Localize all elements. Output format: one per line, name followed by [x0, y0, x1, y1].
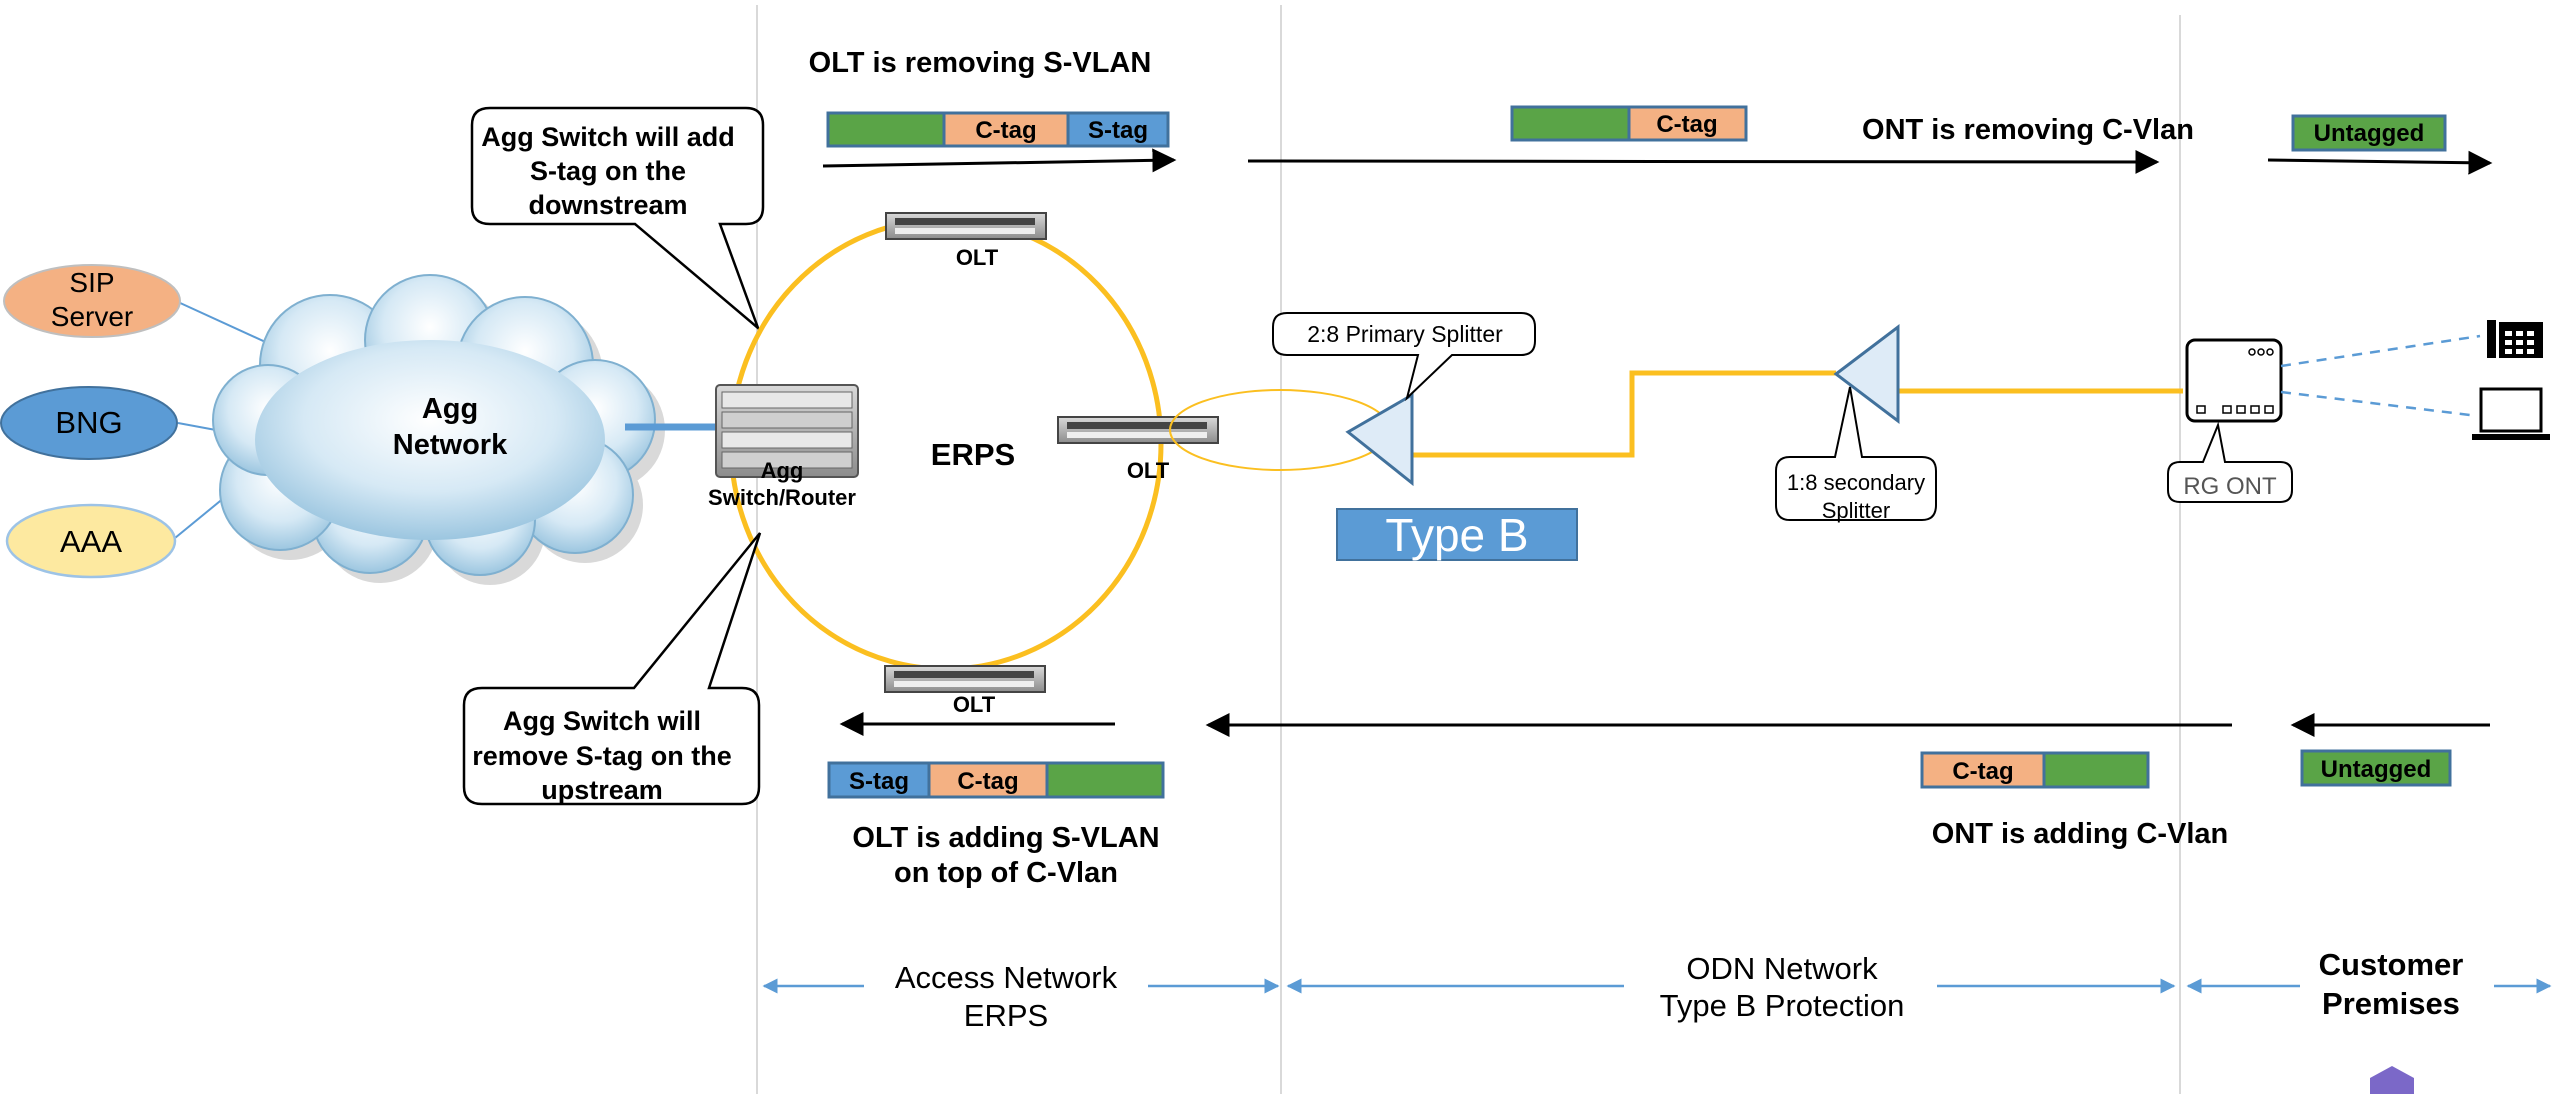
callout-line: upstream — [541, 775, 663, 805]
payload-block — [2042, 751, 2150, 789]
frame-downstream-odn: C-tag — [1510, 105, 1748, 142]
erps-label: ERPS — [931, 437, 1015, 472]
c-tag-label: C-tag — [957, 768, 1018, 795]
downstream-arrow-3 — [2267, 150, 2493, 175]
section-access-label: ERPS — [964, 998, 1048, 1033]
primary-splitter-icon — [1345, 392, 1414, 487]
link-phone — [2280, 334, 2481, 368]
heading-olt-removing: OLT is removing S-VLAN — [809, 47, 1152, 79]
type-b-label: Type B — [1385, 509, 1528, 561]
frame-upstream-odn: C-tag — [1920, 751, 2150, 789]
cloud-label: Network — [393, 429, 508, 461]
downstream-arrow-1 — [822, 148, 1177, 173]
rg-ont-device — [2185, 338, 2283, 423]
callout-line: S-tag on the — [530, 156, 686, 186]
callout-line: Agg Switch will — [503, 706, 701, 736]
c-tag-block — [942, 111, 1070, 148]
rg-ont-label: RG ONT — [2183, 473, 2277, 500]
untagged-block — [2291, 114, 2447, 152]
callout-line: remove S-tag on the — [472, 741, 732, 771]
aaa-label: AAA — [60, 524, 122, 559]
corner-badge-icon — [2370, 1066, 2414, 1094]
s-tag-label: S-tag — [1088, 117, 1148, 144]
untagged-label: Untagged — [2321, 756, 2432, 783]
c-tag-label: C-tag — [1952, 758, 2013, 785]
s-tag-block — [1066, 111, 1170, 148]
aaa-node: AAA — [5, 503, 177, 579]
callout-primary-splitter: 2:8 Primary Splitter — [1272, 312, 1536, 402]
agg-network-cloud: Agg Network — [212, 274, 665, 585]
olt-label: OLT — [956, 245, 999, 270]
secondary-splitter-label: Splitter — [1822, 498, 1890, 523]
untagged-label: Untagged — [2314, 120, 2425, 147]
frame-upstream-olt: S-tag C-tag — [827, 761, 1165, 799]
link-sip — [177, 301, 273, 346]
primary-splitter-label: 2:8 Primary Splitter — [1307, 321, 1503, 347]
c-tag-block — [1920, 751, 2046, 789]
callout-downstream: Agg Switch will add S-tag on the downstr… — [470, 106, 765, 332]
phone-icon — [2487, 320, 2543, 358]
callout-rg-ont: RG ONT — [2167, 421, 2293, 503]
bng-node: BNG — [0, 386, 178, 460]
cloud-label: Agg — [422, 393, 478, 425]
link-laptop — [2280, 390, 2471, 417]
olt-label: OLT — [953, 692, 996, 717]
section-access-label: Access Network — [895, 960, 1118, 995]
payload-block — [1510, 105, 1631, 142]
c-tag-label: C-tag — [1656, 111, 1717, 138]
section-odn-label: ODN Network — [1686, 951, 1878, 986]
heading-ont-adding: ONT is adding C-Vlan — [1932, 818, 2228, 850]
section-customer-label: Customer — [2319, 947, 2464, 982]
downstream-arrow-2 — [1247, 149, 2160, 174]
s-tag-block — [827, 761, 931, 799]
olt-top: OLT — [885, 212, 1047, 270]
secondary-splitter-icon — [1833, 323, 1900, 425]
callout-upstream: Agg Switch will remove S-tag on the upst… — [462, 532, 762, 806]
section-customer-label: Premises — [2322, 986, 2460, 1021]
payload-block — [1045, 761, 1165, 799]
type-b-box — [1336, 508, 1578, 561]
olt-bottom: OLT — [884, 665, 1046, 717]
heading-olt-adding: OLT is adding S-VLAN — [852, 822, 1159, 854]
olt-right: OLT — [1057, 416, 1219, 483]
payload-block — [826, 111, 946, 148]
heading-olt-adding: on top of C-Vlan — [894, 857, 1118, 889]
section-odn-label: Type B Protection — [1660, 988, 1905, 1023]
callout-line: downstream — [528, 190, 687, 220]
s-tag-label: S-tag — [849, 768, 909, 795]
sip-label: SIP — [69, 267, 114, 298]
callout-line: Agg Switch will add — [481, 122, 735, 152]
switch-label: Agg — [761, 458, 804, 483]
frame-upstream-untagged: Untagged — [2300, 749, 2452, 787]
agg-switch-router: Agg Switch/Router — [708, 384, 859, 510]
untagged-block — [2300, 749, 2452, 787]
callout-secondary-splitter: 1:8 secondary Splitter — [1775, 386, 1937, 523]
olt-label: OLT — [1127, 458, 1170, 483]
frame-downstream-untagged: Untagged — [2291, 114, 2447, 152]
switch-label: Switch/Router — [708, 485, 856, 510]
c-tag-block — [1627, 105, 1748, 142]
sip-server-node: SIP Server — [3, 264, 181, 338]
feeder-fibre — [1412, 370, 1836, 458]
heading-ont-removing: ONT is removing C-Vlan — [1862, 114, 2194, 146]
c-tag-label: C-tag — [975, 117, 1036, 144]
laptop-icon — [2472, 387, 2550, 440]
bng-label: BNG — [55, 405, 122, 440]
sip-label: Server — [51, 301, 133, 332]
frame-downstream-olt: C-tag S-tag — [826, 111, 1170, 148]
secondary-splitter-label: 1:8 secondary — [1787, 470, 1925, 495]
